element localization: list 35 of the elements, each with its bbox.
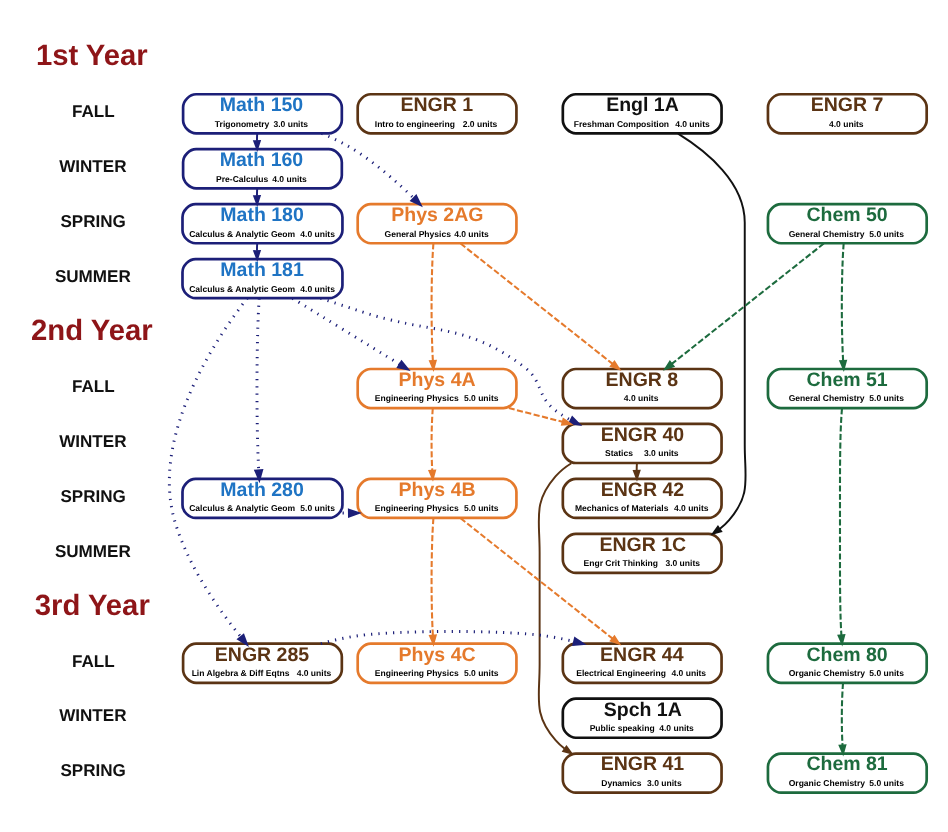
arrow: [320, 630, 587, 646]
arrow: [838, 243, 848, 373]
arrow: [167, 297, 249, 647]
label: SPRING: [60, 485, 126, 506]
arrow: [663, 242, 825, 371]
arrow: [252, 242, 262, 262]
label: 1st Year: [35, 41, 148, 74]
label: FALL: [71, 650, 115, 671]
arrow: [508, 407, 574, 426]
arrow: [632, 462, 641, 482]
label: 3rd Year: [34, 590, 150, 623]
arrow: [291, 297, 411, 372]
arrow: [320, 296, 583, 426]
label: SUMMER: [54, 540, 131, 561]
label: WINTER: [59, 705, 127, 726]
arrow: [537, 462, 574, 756]
arrow: [427, 408, 437, 482]
arrow: [428, 243, 438, 373]
arrow: [837, 408, 846, 647]
label: SPRING: [60, 760, 126, 781]
arrow: [459, 517, 622, 646]
arrow: [252, 187, 262, 207]
arrow: [253, 298, 264, 484]
label: WINTER: [59, 430, 127, 451]
arrow: [252, 132, 262, 153]
arrow: [677, 132, 747, 536]
arrow: [459, 242, 622, 371]
label: FALL: [71, 375, 115, 396]
label: SUMMER: [54, 265, 131, 286]
label: 2nd Year: [31, 315, 153, 348]
label: SPRING: [60, 210, 126, 231]
arrow: [428, 518, 438, 647]
label: FALL: [71, 101, 115, 122]
arrow: [838, 683, 847, 757]
label: WINTER: [59, 156, 127, 177]
